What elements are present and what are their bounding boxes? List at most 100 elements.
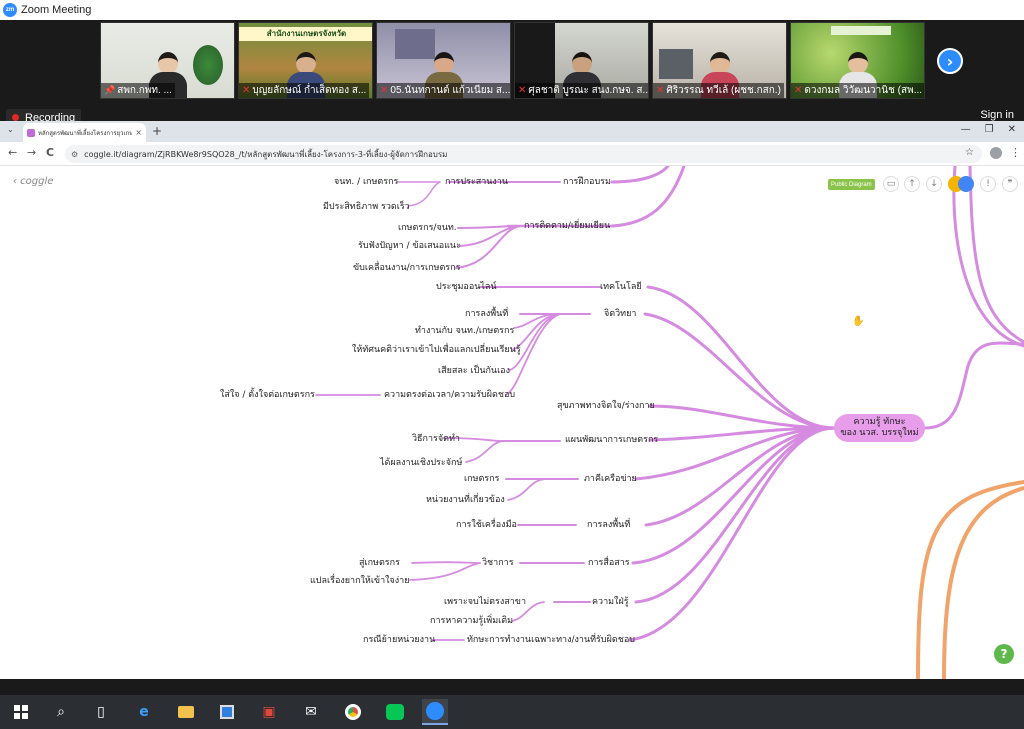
menu-kebab-icon[interactable]: ⋮ xyxy=(1010,146,1021,159)
bookmark-star-icon[interactable]: ☆ xyxy=(965,147,974,158)
mindmap-node[interactable]: ได้ผลงานเชิงประจักษ์ xyxy=(380,458,463,468)
mindmap-node[interactable]: รับฟังปัญหา / ข้อเสนอแนะ xyxy=(358,241,461,251)
next-page-button[interactable]: › xyxy=(937,48,963,74)
participant-tile[interactable]: ✕05.นันทกานต์ แก้วเนียม ส... xyxy=(376,22,511,99)
participant-name: ✕ศุลชาติ บูรณะ สนง.กษจ. ส... xyxy=(515,83,648,98)
participant-name: ✕บุญยลักษณ์ ก่ำเส็ดทอง ส... xyxy=(239,83,370,98)
new-tab-button[interactable]: + xyxy=(152,124,163,138)
coggle-home-link[interactable]: ‹ coggle xyxy=(13,176,54,187)
mindmap-node[interactable]: เกษตรกร xyxy=(464,474,500,484)
forward-button[interactable]: → xyxy=(27,146,37,159)
search-icon[interactable]: ⌕ xyxy=(57,704,65,720)
tab-search-icon[interactable]: ⌄ xyxy=(7,125,14,134)
participant-tile[interactable]: สำนักงานเกษตรจังหวัด ✕บุญยลักษณ์ ก่ำเส็ด… xyxy=(238,22,373,99)
download-icon[interactable]: ↓ xyxy=(926,176,942,192)
site-info-icon[interactable]: ⚙ xyxy=(71,149,79,159)
restore-icon[interactable]: ❐ xyxy=(984,124,994,135)
mic-muted-icon: ✕ xyxy=(656,85,665,96)
banner-text: สำนักงานเกษตรจังหวัด xyxy=(239,27,372,41)
minimize-icon[interactable]: — xyxy=(960,124,971,135)
mindmap-node[interactable]: ความใฝ่รู้ xyxy=(592,597,629,607)
mindmap-node[interactable]: การลงพื้นที่ xyxy=(465,309,509,319)
mindmap-node[interactable]: ทักษะการทำงานเฉพาะทาง/งานที่รับผิดชอบ xyxy=(467,635,635,645)
windows-taskbar: ⌕ ▯ e ▣ ✉ xyxy=(0,695,1024,729)
mindmap-node[interactable]: แปลเรื่องยากให้เข้าใจง่าย xyxy=(310,576,410,586)
participant-tile[interactable]: ✕ศิริวรรณ ทวีเล้ (ผชช.กสก.) xyxy=(652,22,787,99)
mic-muted-icon: ✕ xyxy=(242,85,251,96)
gift-icon[interactable]: ▣ xyxy=(262,704,276,720)
plant-icon xyxy=(193,45,223,85)
history-icon[interactable]: ! xyxy=(980,176,996,192)
participant-tile[interactable]: ✕ศุลชาติ บูรณะ สนง.กษจ. ส... xyxy=(514,22,649,99)
address-bar-row: ← → C ⚙ coggle.it/diagram/ZjRBKWe8r9SQO2… xyxy=(0,142,1024,166)
mindmap-node[interactable]: ให้ทัศนคติว่าเราเข้าไปเพื่อแลกเปลี่ยนเรี… xyxy=(352,345,521,355)
mindmap-node[interactable]: การใช้เครื่องมือ xyxy=(456,520,517,530)
zoom-app-icon[interactable] xyxy=(422,699,448,725)
background-shape xyxy=(395,29,435,59)
banner-shape xyxy=(831,26,891,35)
edge-browser-icon[interactable]: e xyxy=(139,704,149,720)
help-button[interactable]: ? xyxy=(994,644,1014,664)
zoom-bottom-strip xyxy=(0,679,1024,695)
mindmap-node[interactable]: เสียสละ เป็นกันเอง xyxy=(438,366,510,376)
chrome-icon[interactable] xyxy=(340,699,366,725)
mindmap-node[interactable]: สู่เกษตรกร xyxy=(359,558,400,568)
mindmap-center-node[interactable]: ความรู้ ทักษะ ของ นวส. บรรจุใหม่ xyxy=(834,414,925,442)
share-icon[interactable]: ↑ xyxy=(904,176,920,192)
present-icon[interactable]: ▭ xyxy=(883,176,899,192)
mindmap-node[interactable]: หน่วยงานที่เกี่ยวข้อง xyxy=(426,495,505,505)
mindmap-node[interactable]: แผนพัฒนาการเกษตรกร xyxy=(565,435,659,445)
profile-avatar-icon[interactable] xyxy=(990,147,1002,159)
reload-button[interactable]: C xyxy=(46,146,55,159)
mail-icon[interactable]: ✉ xyxy=(305,704,317,720)
collaborator-avatar-icon[interactable] xyxy=(958,176,974,192)
close-tab-icon[interactable]: × xyxy=(135,128,142,137)
mindmap-canvas[interactable]: ‹ coggle Public Diagram ▭ ↑ ↓ ! ❞ ✋ ความ… xyxy=(0,166,1024,679)
mindmap-node[interactable]: เทคโนโลยี xyxy=(600,282,642,292)
file-explorer-icon[interactable] xyxy=(173,699,199,725)
mindmap-node[interactable]: เกษตรกร/จนท. xyxy=(398,223,457,233)
mindmap-node[interactable]: จนท. / เกษตรกร xyxy=(334,177,399,187)
public-diagram-badge[interactable]: Public Diagram xyxy=(828,179,875,190)
line-app-icon[interactable] xyxy=(382,699,408,725)
zoom-video-strip: 📌สพก.กพท. ... สำนักงานเกษตรจังหวัด ✕บุญย… xyxy=(0,20,1024,126)
background-shape xyxy=(659,49,693,79)
mindmap-node[interactable]: ภาคีเครือข่าย xyxy=(584,474,637,484)
browser-tab[interactable]: หลักสูตรพัฒนาพี่เลี้ยงโครงการยุวเกษตรกร … xyxy=(23,123,146,142)
store-icon[interactable] xyxy=(214,699,240,725)
mindmap-node[interactable]: การหาความรู้เพิ่มเติม xyxy=(430,616,514,626)
mindmap-node[interactable]: การประสานงาน xyxy=(445,177,509,187)
comments-icon[interactable]: ❞ xyxy=(1002,176,1018,192)
participant-name: 📌สพก.กพท. ... xyxy=(101,83,175,98)
mindmap-node[interactable]: ความตรงต่อเวลา/ความรับผิดชอบ xyxy=(384,390,516,400)
record-dot-icon xyxy=(12,114,19,121)
mic-muted-icon: ✕ xyxy=(518,85,527,96)
mindmap-links xyxy=(315,166,1024,679)
pin-icon: 📌 xyxy=(104,85,116,95)
mindmap-node[interactable]: การฝึกอบรม xyxy=(563,177,611,187)
close-icon[interactable]: ✕ xyxy=(1007,124,1016,135)
url-input[interactable]: ⚙ coggle.it/diagram/ZjRBKWe8r9SQO28_/t/ห… xyxy=(65,145,982,163)
mindmap-node[interactable]: การติดตาม/เยี่ยมเยียน xyxy=(524,221,611,231)
mindmap-node[interactable]: มีประสิทธิภาพ รวดเร็ว xyxy=(323,202,410,212)
mindmap-node[interactable]: ใส่ใจ / ตั้งใจต่อเกษตรกร xyxy=(220,390,315,400)
mindmap-node[interactable]: สุขภาพทางจิตใจ/ร่างกาย xyxy=(557,401,655,411)
mindmap-node[interactable]: วิธีการจัดทำ xyxy=(412,434,460,444)
mindmap-node[interactable]: ขับเคลื่อนงาน/การเกษตรกร xyxy=(353,263,461,273)
mindmap-node[interactable]: การลงพื้นที่ xyxy=(587,520,631,530)
mindmap-node[interactable]: การสื่อสาร xyxy=(588,558,630,568)
participant-tile[interactable]: ✕ดวงกมล วิวัฒนวานิช (สพ... xyxy=(790,22,925,99)
mindmap-node[interactable]: เพราะจบไม่ตรงสาขา xyxy=(444,597,527,607)
mic-muted-icon: ✕ xyxy=(794,85,803,96)
windows-start-icon[interactable] xyxy=(8,699,34,725)
task-view-icon[interactable]: ▯ xyxy=(97,704,105,720)
mindmap-node[interactable]: ทำงานกับ จนท./เกษตรกร xyxy=(415,326,515,336)
participant-tile[interactable]: 📌สพก.กพท. ... xyxy=(100,22,235,99)
mindmap-node[interactable]: ประชุมออนไลน์ xyxy=(436,282,497,292)
mindmap-node[interactable]: กรณีย้ายหน่วยงาน xyxy=(363,635,436,645)
mindmap-node[interactable]: จิตวิทยา xyxy=(604,309,637,319)
mindmap-node[interactable]: วิชาการ xyxy=(482,558,514,568)
back-button[interactable]: ← xyxy=(8,146,18,159)
sign-in-link[interactable]: Sign in xyxy=(980,109,1014,121)
